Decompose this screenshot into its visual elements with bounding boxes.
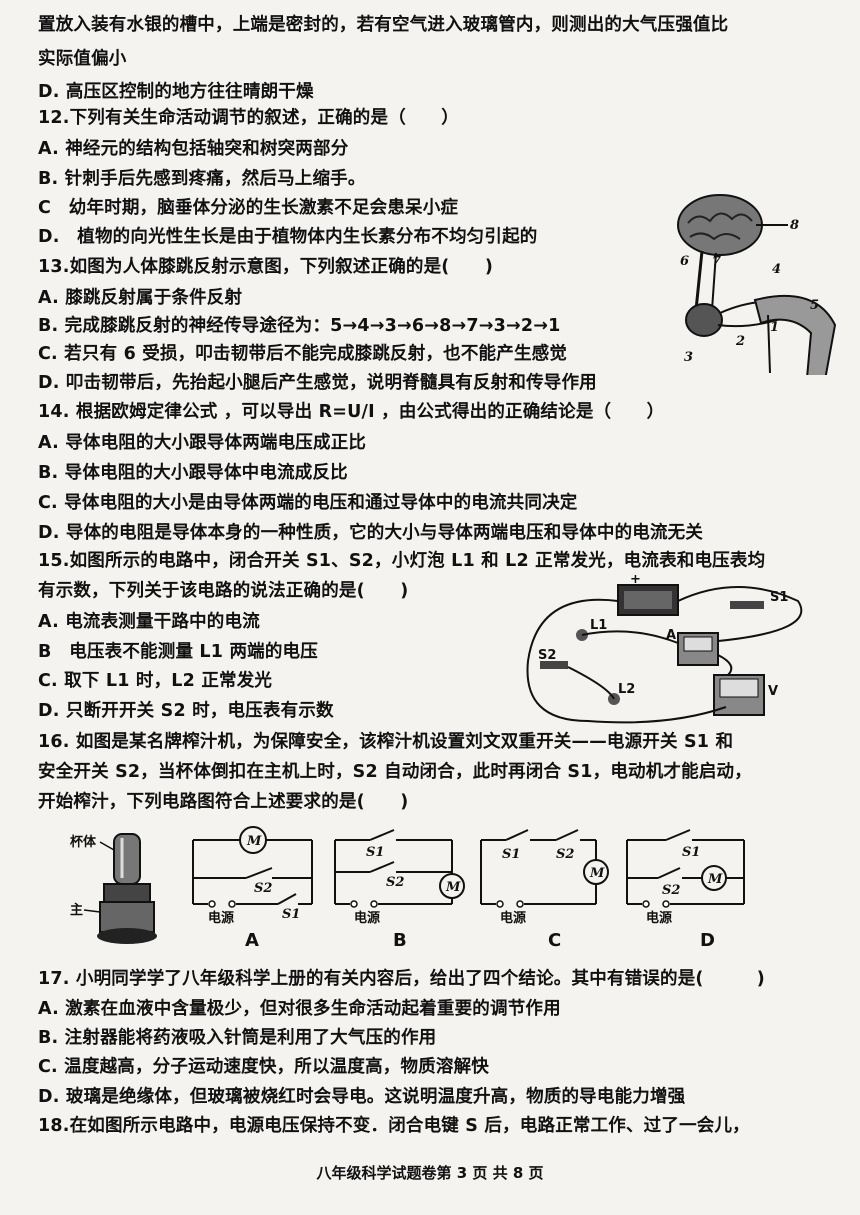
option-label-b: B: [393, 930, 407, 951]
q15-option-b: B 电压表不能测量 L1 两端的电压: [38, 642, 318, 662]
q17-option-b: B. 注射器能将药液吸入针筒是利用了大气压的作用: [38, 1028, 437, 1048]
reflex-label: 1: [770, 320, 779, 335]
power-label: 电源: [208, 910, 234, 926]
q14-option-a: A. 导体电阻的大小跟导体两端电压成正比: [38, 433, 367, 453]
circuit-label: S2: [538, 648, 556, 663]
reflex-label: 3: [684, 350, 693, 365]
option-label-d: D: [700, 930, 715, 951]
q12-option-d: D. 植物的向光性生长是由于植物体内生长素分布不均匀引起的: [38, 227, 538, 247]
circuit-diagram-c: M S1 S2 电源: [476, 826, 611, 926]
power-label: 电源: [646, 910, 672, 926]
question-15-stem: 15.如图所示的电路中，闭合开关 S1、S2，小灯泡 L1 和 L2 正常发光，…: [38, 551, 766, 571]
option-label-c: C: [548, 930, 562, 951]
q13-option-b: B. 完成膝跳反射的神经传导途径为：5→4→3→6→8→7→3→2→1: [38, 316, 561, 336]
question-13-stem: 13.如图为人体膝跳反射示意图，下列叙述正确的是( ): [38, 257, 494, 277]
text-line: 置放入装有水银的槽中，上端是密封的，若有空气进入玻璃管内，则测出的大气压强值比: [38, 15, 729, 35]
circuit-label: V: [768, 684, 778, 699]
power-label: 电源: [500, 910, 526, 926]
switch-label: S2: [386, 875, 404, 890]
question-17-stem: 17. 小明同学学了八年级科学上册的有关内容后，给出了四个结论。其中有错误的是(…: [38, 969, 765, 989]
motor-symbol: M: [246, 834, 262, 849]
circuit-label: L2: [618, 682, 635, 697]
q14-option-d: D. 导体的电阻是导体本身的一种性质，它的大小与导体两端电压和导体中的电流无关: [38, 523, 704, 543]
q15-option-c: C. 取下 L1 时，L2 正常发光: [38, 671, 273, 691]
circuit-label: L1: [590, 618, 607, 633]
reflex-label: 7: [712, 254, 721, 269]
q15-option-a: A. 电流表测量干路中的电流: [38, 612, 260, 632]
question-14-stem: 14. 根据欧姆定律公式 ，可以导出 R=U/I ，由公式得出的正确结论是（ ）: [38, 402, 665, 422]
question-16-stem: 16. 如图是某名牌榨汁机，为保障安全，该榨汁机设置刘文双重开关——电源开关 S…: [38, 732, 734, 752]
question-16-stem-cont: 开始榨汁，下列电路图符合上述要求的是( ): [38, 792, 409, 812]
text-line: D. 高压区控制的地方往往晴朗干燥: [38, 82, 314, 102]
circuit-photo-figure: S1 L1 A L2 S2 V +: [518, 575, 818, 725]
option-label-a: A: [245, 930, 259, 951]
reflex-label: 6: [680, 254, 689, 269]
text-line: 实际值偏小: [38, 49, 127, 69]
switch-label: S2: [662, 883, 680, 898]
reflex-label: 2: [735, 334, 745, 349]
switch-label: S2: [254, 881, 272, 896]
motor-symbol: M: [589, 866, 605, 881]
motor-symbol: M: [707, 872, 723, 887]
power-label: 电源: [354, 910, 380, 926]
switch-label: S2: [556, 847, 574, 862]
question-12-stem: 12.下列有关生命活动调节的叙述，正确的是（ ）: [38, 108, 459, 128]
circuit-label: A: [666, 628, 676, 643]
motor-symbol: M: [445, 880, 461, 895]
q12-option-c: C 幼年时期，脑垂体分泌的生长激素不足会患呆小症: [38, 198, 459, 218]
switch-label: S1: [502, 847, 520, 862]
reflex-label: 5: [810, 298, 819, 313]
juicer-figure: 杯体 主: [70, 828, 180, 948]
q17-option-c: C. 温度越高，分子运动速度快，所以温度高，物质溶解快: [38, 1057, 489, 1077]
circuit-diagram-a: M S2 电源 S1: [188, 826, 318, 926]
circuit-diagram-d: M S1 S2 电源: [622, 826, 757, 926]
q14-option-c: C. 导体电阻的大小是由导体两端的电压和通过导体中的电流共同决定: [38, 493, 578, 513]
circuit-diagram-b: M S1 S2 电源: [330, 826, 465, 926]
knee-reflex-figure: 8 7 6 4 5 3 2 1: [660, 185, 840, 375]
question-15-stem-cont: 有示数，下列关于该电路的说法正确的是( ): [38, 581, 409, 601]
reflex-label: 8: [790, 218, 799, 233]
q13-option-c: C. 若只有 6 受损，叩击韧带后不能完成膝跳反射，也不能产生感觉: [38, 344, 568, 364]
q12-option-a: A. 神经元的结构包括轴突和树突两部分: [38, 139, 349, 159]
q13-option-a: A. 膝跳反射属于条件反射: [38, 288, 243, 308]
juicer-cup-label: 杯体: [70, 834, 97, 850]
q17-option-d: D. 玻璃是绝缘体，但玻璃被烧红时会导电。这说明温度升高，物质的导电能力增强: [38, 1087, 686, 1107]
switch-label: S1: [282, 907, 300, 922]
q17-option-a: A. 激素在血液中含量极少，但对很多生命活动起着重要的调节作用: [38, 999, 561, 1019]
juicer-base-label: 主: [70, 902, 83, 918]
page-footer: 八年级科学试题卷第 3 页 共 8 页: [316, 1164, 544, 1182]
switch-label: S1: [682, 845, 700, 860]
q13-option-d: D. 叩击韧带后，先抬起小腿后产生感觉，说明脊髓具有反射和传导作用: [38, 373, 597, 393]
question-16-stem-cont: 安全开关 S2，当杯体倒扣在主机上时，S2 自动闭合，此时再闭合 S1，电动机才…: [38, 762, 752, 782]
q15-option-d: D. 只断开开关 S2 时，电压表有示数: [38, 701, 334, 721]
question-18-stem: 18.在如图所示电路中，电源电压保持不变．闭合电键 S 后，电路正常工作、过了一…: [38, 1116, 750, 1136]
circuit-label: +: [630, 575, 641, 587]
circuit-label: S1: [770, 590, 788, 605]
q12-option-b: B. 针刺手后先感到疼痛，然后马上缩手。: [38, 169, 366, 189]
switch-label: S1: [366, 845, 384, 860]
reflex-label: 4: [772, 262, 781, 277]
q14-option-b: B. 导体电阻的大小跟导体中电流成反比: [38, 463, 348, 483]
